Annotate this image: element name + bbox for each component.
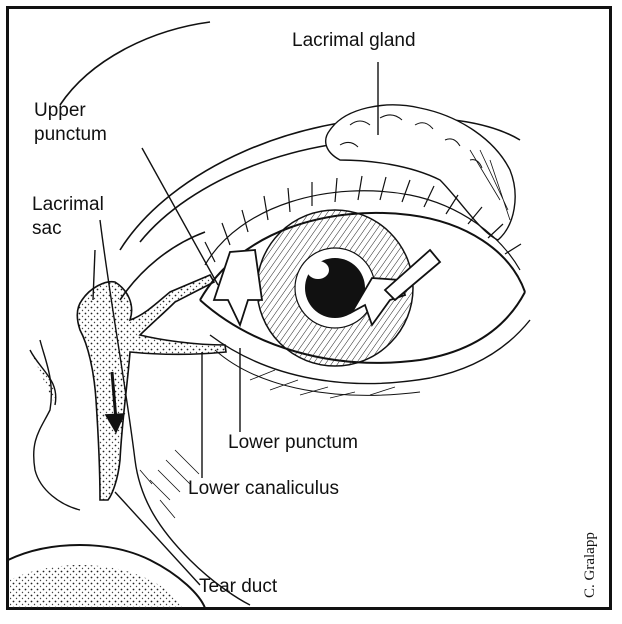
artist-credit: C. Gralapp bbox=[582, 532, 599, 598]
nostril-stipple bbox=[10, 565, 182, 608]
label-upper-punctum-line2: punctum bbox=[34, 124, 107, 146]
label-lacrimal-sac-line2: sac bbox=[32, 218, 62, 240]
label-upper-punctum-line1: Upper bbox=[34, 100, 86, 122]
label-lacrimal-gland: Lacrimal gland bbox=[292, 30, 416, 52]
label-lacrimal-sac-line1: Lacrimal bbox=[32, 194, 104, 216]
label-lower-punctum: Lower punctum bbox=[228, 432, 358, 454]
label-tear-duct: Tear duct bbox=[199, 576, 277, 598]
lacrimal-drainage bbox=[77, 275, 226, 500]
leader-upper-punctum bbox=[142, 148, 218, 285]
label-lower-canaliculus: Lower canaliculus bbox=[188, 478, 339, 500]
leader-tear-duct bbox=[115, 492, 200, 585]
